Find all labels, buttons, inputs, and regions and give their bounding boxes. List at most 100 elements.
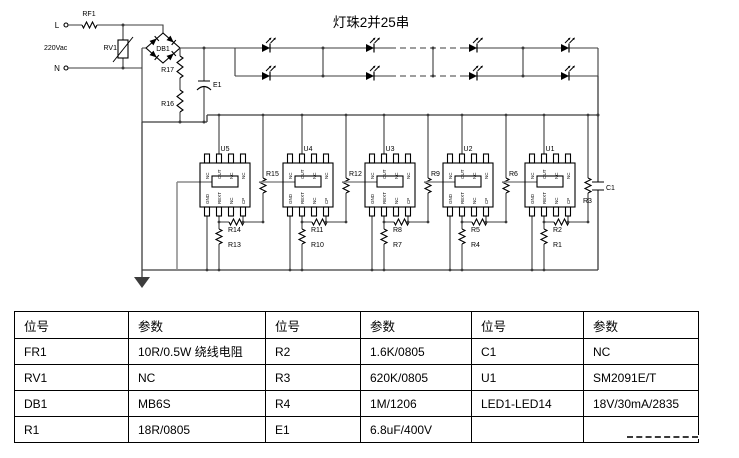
ground-symbol [134,270,150,288]
bom-row: FR1 10R/0.5W 绕线电阻 R2 1.6K/0805 C1 NC [14,338,699,365]
ic-pin [368,153,376,164]
pin-label-bottom: REXT [460,192,465,204]
pin-label-bottom: CP [324,198,329,204]
ic-pin [203,206,211,217]
pin-label-top: NC [448,172,453,179]
ic-pin [482,153,490,164]
bulk-cap-label: E1 [213,82,222,89]
ic-body [282,162,334,208]
ic-body [199,162,251,208]
led-symbol [560,36,576,54]
bleeder-bottom-label: R16 [161,101,174,108]
pin-label-bottom: GND [448,193,453,204]
led-string [180,36,599,82]
ic-pin [470,153,478,164]
chain-resistor-symbol [501,177,511,194]
bom-cell: NC [128,364,266,391]
led-symbol [365,36,381,54]
pin-label-bottom: NC [312,197,317,204]
ic-pin [310,153,318,164]
chain-resistor-label: R12 [349,171,362,178]
ic-pin [227,153,235,164]
driver-ic-section: NCGNDOUTREXTNCNCNCCPU5R15R14R13NCGNDOUTR… [176,113,593,272]
gnd-resistor-label: R1 [553,242,562,249]
pin-label-bottom: GND [288,193,293,204]
led-symbol [261,64,277,82]
pin-label-top: NC [566,172,571,179]
ic-pin [203,153,211,164]
ic-die-pad [211,175,239,188]
fuse-resistor-symbol [81,20,98,30]
bom-cell: R2 [265,338,361,365]
ic-pin [404,153,412,164]
ic-body [524,162,576,208]
pin-label-bottom: GND [205,193,210,204]
pin-label-top: NC [406,172,411,179]
ic-pin [552,153,560,164]
ic-pin [528,153,536,164]
pin-label-top: NC [530,172,535,179]
bom-row: RV1 NC R3 620K/0805 U1 SM2091E/T [14,364,699,391]
bulk-cap-symbol [196,80,212,91]
gnd-resistor-label: R7 [393,242,402,249]
ic-pin [446,153,454,164]
chain-resistor-label: R3 [583,198,592,205]
pin-label-bottom: REXT [542,192,547,204]
pin-label-top: NC [205,172,210,179]
bom-cell: E1 [265,416,361,443]
bom-cell: 1.6K/0805 [360,338,472,365]
bom-cell: 10R/0.5W 绕线电阻 [128,338,266,365]
pin-label-bottom: REXT [300,192,305,204]
bom-cell: R4 [265,390,361,417]
ic-pin [540,206,548,217]
chain-resistor-symbol [423,177,433,194]
set-resistor-label: R5 [471,227,480,234]
bom-header-cell: 参数 [360,311,472,339]
ic-pin [482,206,490,217]
ic-pin [458,206,466,217]
chain-resistor-label: R6 [509,171,518,178]
gnd-resistor-label: R13 [228,242,241,249]
bom-row: DB1 MB6S R4 1M/1206 LED1-LED14 18V/30mA/… [14,390,699,417]
ic-pin [215,153,223,164]
ic-pin [392,153,400,164]
ic-pin [286,206,294,217]
pin-label-bottom: NC [229,197,234,204]
ic-body [364,162,416,208]
bleeder-top-label: R17 [161,67,174,74]
set-resistor-symbol [228,217,245,227]
ic-pin [380,153,388,164]
ic-die-pad [376,175,404,188]
set-resistor-symbol [553,217,570,227]
pin-label-top: NC [472,172,477,179]
chain-resistor-symbol [583,177,593,194]
bom-cell: LED1-LED14 [471,390,584,417]
junctions [121,23,600,124]
ic-pin [298,206,306,217]
ic-ref-label: U3 [386,146,395,153]
bleeder-bottom-symbol [176,89,184,113]
gnd-resistor-symbol [297,228,307,245]
pin-label-bottom: CP [241,198,246,204]
pin-label-top: OUT [382,169,387,179]
ic-pin [239,206,247,217]
ic-body [442,162,494,208]
bom-table: 位号 参数 位号 参数 位号 参数 FR1 10R/0.5W 绕线电阻 R2 1… [14,311,699,443]
pin-label-top: NC [312,172,317,179]
bom-cell: C1 [471,338,584,365]
set-resistor-label: R2 [553,227,562,234]
gnd-resistor-symbol [379,228,389,245]
bridge-label: DB1 [156,46,170,53]
varistor-symbol [117,39,129,59]
bom-header-cell: 位号 [265,311,361,339]
bom-cell: 18R/0805 [128,416,266,443]
pin-label-bottom: NC [394,197,399,204]
chain-resistor-label: R15 [266,171,279,178]
pin-label-top: NC [229,172,234,179]
bom-header-cell: 参数 [128,311,266,339]
pin-label-top: NC [554,172,559,179]
